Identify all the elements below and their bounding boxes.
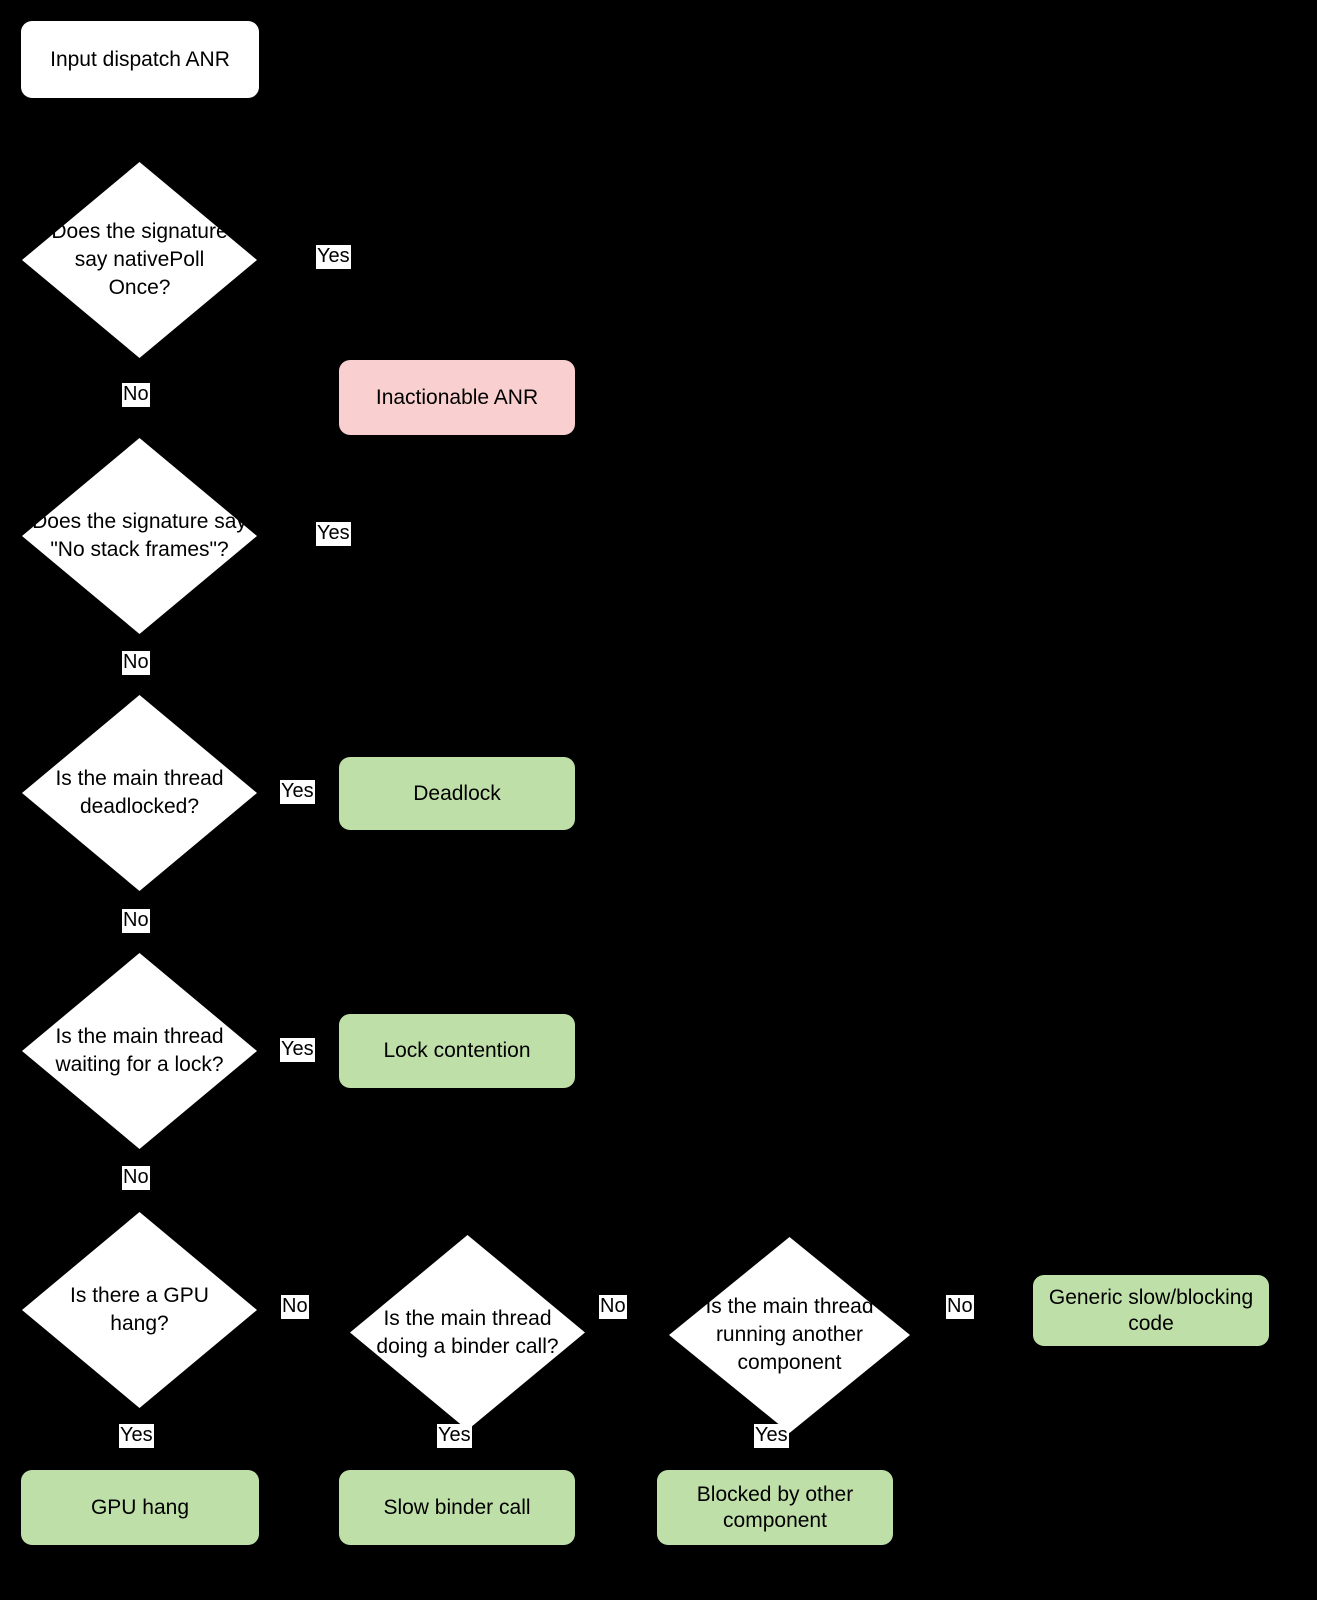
decision-native-poll-once[interactable]: Does the signature say nativePoll Once? bbox=[22, 162, 257, 358]
decision-running-another-component[interactable]: Is the main thread running another compo… bbox=[669, 1237, 910, 1433]
node-generic-slow-blocking-code[interactable]: Generic slow/blocking code bbox=[1033, 1275, 1269, 1346]
edge-label-other-component-no: No bbox=[946, 1295, 974, 1319]
decision-main-thread-deadlocked[interactable]: Is the main thread deadlocked? bbox=[22, 695, 257, 891]
edge-label-native-poll-yes: Yes bbox=[316, 245, 351, 269]
node-label: Slow binder call bbox=[383, 1495, 531, 1519]
diamond-shape bbox=[22, 1212, 257, 1408]
node-slow-binder-call[interactable]: Slow binder call bbox=[339, 1470, 575, 1545]
node-label: Inactionable ANR bbox=[375, 385, 539, 409]
decision-gpu-hang[interactable]: Is there a GPU hang? bbox=[22, 1212, 257, 1408]
edge-label-binder-call-yes: Yes bbox=[437, 1424, 472, 1448]
edge-label-deadlocked-no: No bbox=[122, 909, 150, 933]
diamond-shape bbox=[22, 695, 257, 891]
node-label: Blocked by other component bbox=[696, 1482, 854, 1532]
node-label: Lock contention bbox=[383, 1039, 531, 1063]
node-gpu-hang-result[interactable]: GPU hang bbox=[21, 1470, 259, 1545]
edge-label-binder-call-no: No bbox=[599, 1295, 627, 1319]
edge-label-no-stack-frames-yes: Yes bbox=[316, 522, 351, 546]
node-deadlock[interactable]: Deadlock bbox=[339, 757, 575, 830]
node-blocked-by-other-component[interactable]: Blocked by other component bbox=[657, 1470, 893, 1545]
diamond-shape bbox=[350, 1235, 585, 1430]
edge-label-no-stack-frames-no: No bbox=[122, 651, 150, 675]
node-label: GPU hang bbox=[90, 1495, 190, 1519]
diamond-shape bbox=[669, 1237, 910, 1433]
edge-label-native-poll-no: No bbox=[122, 383, 150, 407]
decision-binder-call[interactable]: Is the main thread doing a binder call? bbox=[350, 1235, 585, 1430]
decision-waiting-for-lock[interactable]: Is the main thread waiting for a lock? bbox=[22, 953, 257, 1149]
node-inactionable-anr[interactable]: Inactionable ANR bbox=[339, 360, 575, 435]
node-label: Input dispatch ANR bbox=[50, 47, 230, 71]
node-label: Deadlock bbox=[413, 781, 501, 805]
edge-label-gpu-hang-yes: Yes bbox=[119, 1424, 154, 1448]
edge-label-waiting-lock-yes: Yes bbox=[280, 1038, 315, 1062]
node-input-dispatch-anr[interactable]: Input dispatch ANR bbox=[21, 21, 259, 98]
node-lock-contention[interactable]: Lock contention bbox=[339, 1014, 575, 1088]
node-label: Generic slow/blocking code bbox=[1048, 1285, 1254, 1335]
diamond-shape bbox=[22, 162, 257, 358]
diamond-shape bbox=[22, 438, 257, 634]
edge-label-waiting-lock-no: No bbox=[122, 1166, 150, 1190]
diamond-shape bbox=[22, 953, 257, 1149]
edge-label-other-component-yes: Yes bbox=[754, 1424, 789, 1448]
edge-label-deadlocked-yes: Yes bbox=[280, 780, 315, 804]
decision-no-stack-frames[interactable]: Does the signature say "No stack frames"… bbox=[22, 438, 257, 634]
edge-label-gpu-hang-no: No bbox=[281, 1295, 309, 1319]
